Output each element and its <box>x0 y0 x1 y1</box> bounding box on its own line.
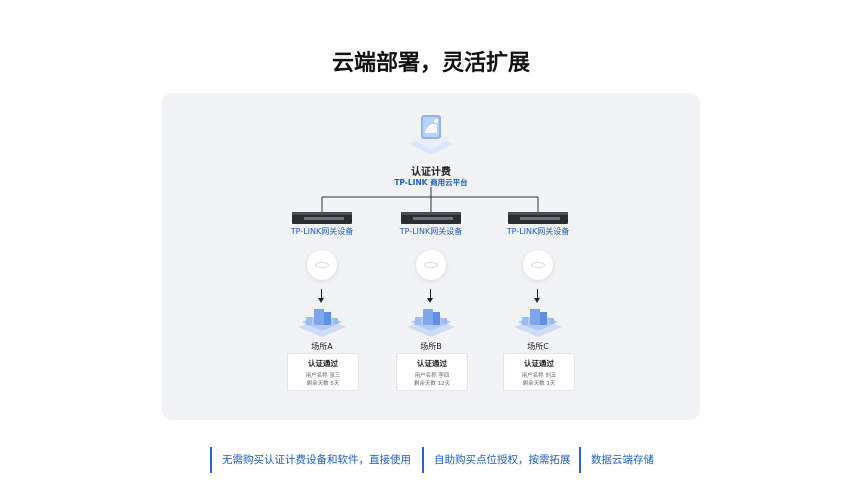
auth-card-title: 认证通过 <box>417 359 447 368</box>
gateway-label: TP-LINK网关设备 <box>290 227 354 236</box>
access-point-icon <box>307 250 337 280</box>
auth-card-user: 用户名称 张三 <box>305 373 341 379</box>
branch-a: TP-LINK网关设备 场所A 认证通过 用户名称 张三 剩余天数 5天 <box>262 93 382 420</box>
router-icon <box>292 212 352 224</box>
arrow-line <box>537 289 538 301</box>
arrow-down-icon <box>318 298 324 303</box>
auth-card: 认证通过 用户名称 李四 剩余天数 12天 <box>396 353 468 391</box>
cloud-platform-icon <box>409 115 453 155</box>
gateway-label: TP-LINK网关设备 <box>506 227 570 236</box>
feature-item: 数据云端存储 <box>579 447 654 473</box>
cloud-title: 认证计费 <box>411 167 451 178</box>
site-building-icon <box>407 309 455 337</box>
branch-c: TP-LINK网关设备 场所C 认证通过 用户名称 刘五 剩余天数 1天 <box>478 93 598 420</box>
gateway-label: TP-LINK网关设备 <box>399 227 463 236</box>
router-icon <box>508 212 568 224</box>
arrow-down-icon <box>534 298 540 303</box>
branch-b: TP-LINK网关设备 场所B 认证通过 用户名称 李四 剩余天数 12天 <box>371 93 491 420</box>
access-point-icon <box>416 250 446 280</box>
cloud-subtitle: TP-LINK 商用云平台 <box>394 178 468 187</box>
feature-item: 自助购买点位授权，按需拓展 <box>422 447 571 473</box>
access-point-icon <box>523 250 553 280</box>
site-building-icon <box>298 309 346 337</box>
page-title: 云端部署，灵活扩展 <box>331 51 530 76</box>
feature-item: 无需购买认证计费设备和软件，直接使用 <box>210 447 411 473</box>
arrow-line <box>321 289 322 301</box>
auth-card: 认证通过 用户名称 张三 剩余天数 5天 <box>287 353 359 391</box>
site-label: 场所B <box>420 342 442 351</box>
arrow-down-icon <box>427 298 433 303</box>
connector-lines <box>321 187 539 212</box>
auth-card: 认证通过 用户名称 刘五 剩余天数 1天 <box>503 353 575 391</box>
arrow-line <box>430 289 431 301</box>
auth-card-days: 剩余天数 5天 <box>306 381 340 387</box>
auth-card-title: 认证通过 <box>524 359 554 368</box>
auth-card-days: 剩余天数 1天 <box>522 381 556 387</box>
site-building-icon <box>514 309 562 337</box>
auth-card-user: 用户名称 刘五 <box>521 373 557 379</box>
router-icon <box>401 212 461 224</box>
diagram-panel: 认证计费 TP-LINK 商用云平台 TP-LINK网关设备 场所A 认证通过 … <box>162 93 700 420</box>
auth-card-days: 剩余天数 12天 <box>413 381 451 387</box>
site-label: 场所A <box>311 342 333 351</box>
auth-card-title: 认证通过 <box>308 359 338 368</box>
auth-card-user: 用户名称 李四 <box>414 373 450 379</box>
site-label: 场所C <box>527 342 549 351</box>
